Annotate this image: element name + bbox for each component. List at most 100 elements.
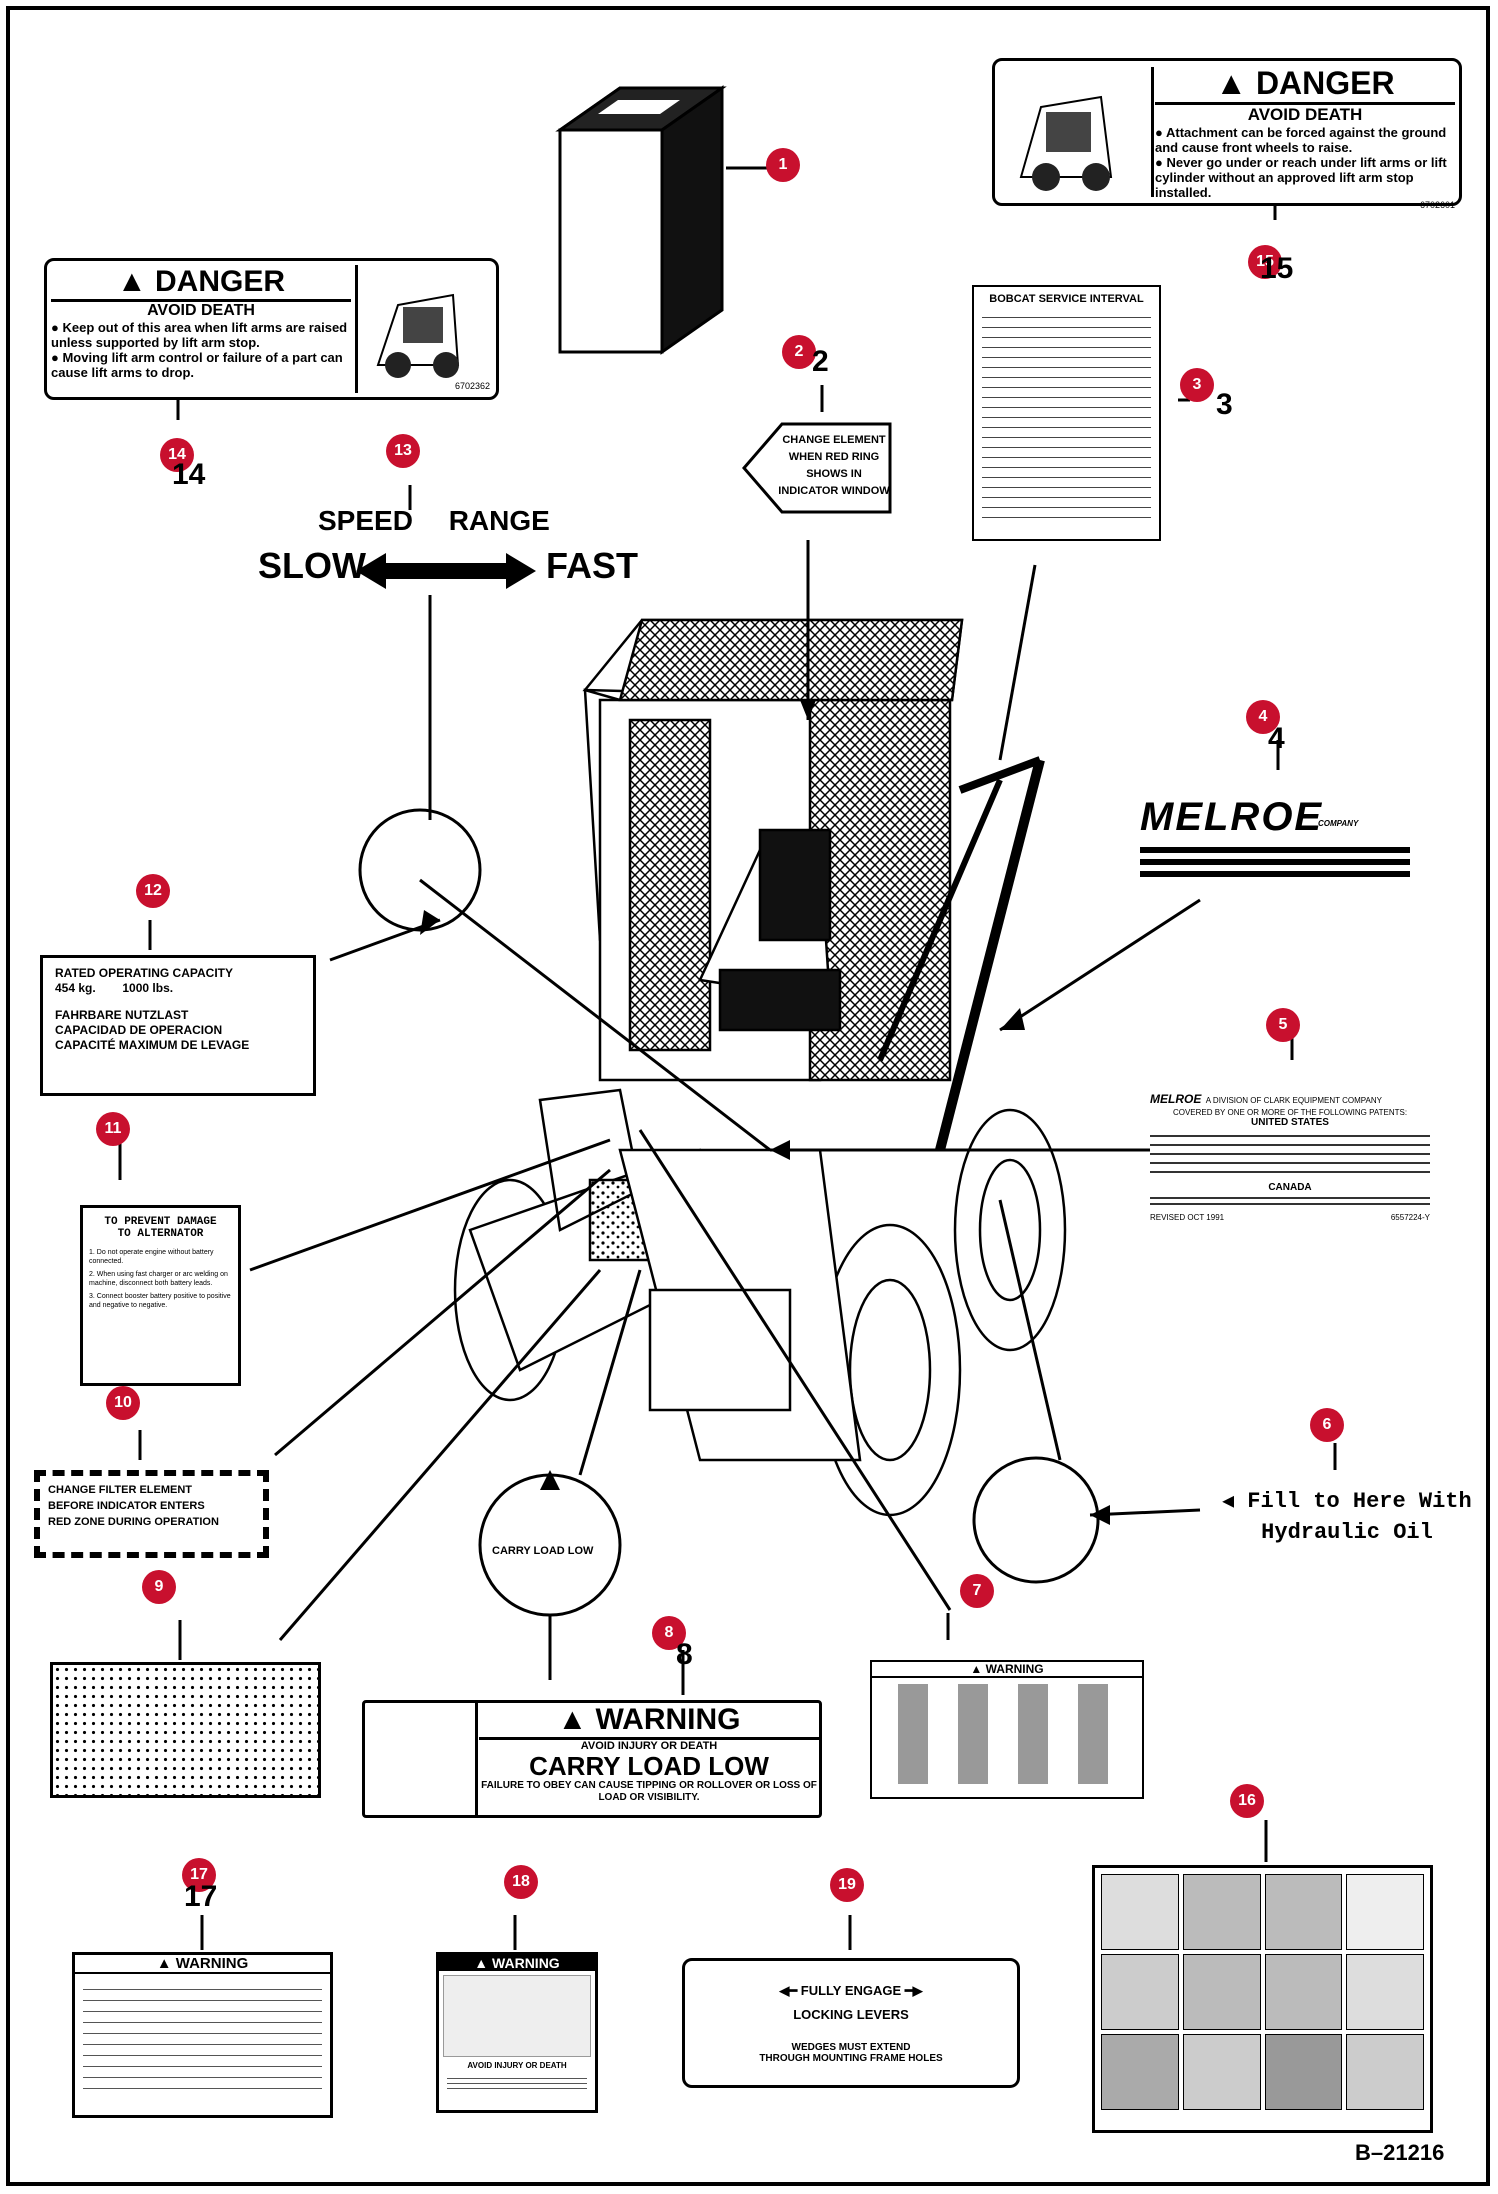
callout-number-15: 15 bbox=[1260, 252, 1294, 285]
decal-5-brand: MELROE bbox=[1150, 1092, 1202, 1106]
decal-8-picture bbox=[365, 1703, 478, 1815]
decal-13-speed-range: SPEED RANGE SLOW FAST bbox=[258, 505, 638, 595]
decal-2-change-element: CHANGE ELEMENT WHEN RED RING SHOWS IN IN… bbox=[742, 422, 892, 514]
decal-12-lbs: 1000 lbs. bbox=[122, 981, 174, 995]
decal-5-line-2: COVERED BY ONE OR MORE OF THE FOLLOWING … bbox=[1172, 1108, 1408, 1117]
callout-number-3: 3 bbox=[1216, 388, 1233, 421]
decal-9-non-slip-tread bbox=[50, 1662, 321, 1798]
decal-2-line-3: SHOWS IN bbox=[806, 468, 862, 480]
decal-8-inset-label: CARRY LOAD LOW bbox=[492, 1545, 594, 1557]
callout-badge-10: 10 bbox=[106, 1386, 140, 1420]
decal-3-title: BOBCAT SERVICE INTERVAL bbox=[989, 293, 1144, 305]
callout-badge-13: 13 bbox=[386, 434, 420, 468]
decal-14-part-number: 6702362 bbox=[454, 381, 490, 391]
decal-17-warning: ▲ WARNING bbox=[72, 1952, 333, 2118]
decal-11-line-2: TO ALTERNATOR bbox=[117, 1228, 204, 1240]
decal-7-warning: ▲ WARNING bbox=[870, 1660, 1144, 1799]
decal-16-operating-pictorial bbox=[1092, 1865, 1433, 2133]
decal-12-line-1: RATED OPERATING CAPACITY bbox=[55, 966, 234, 980]
inset-circle-13 bbox=[358, 808, 482, 932]
callout-number-17: 17 bbox=[184, 1880, 218, 1913]
figure-frame bbox=[6, 6, 1490, 2186]
callout-badge-9: 9 bbox=[142, 1570, 176, 1604]
decal-15-bullet-2: Never go under or reach under lift arms … bbox=[1155, 155, 1447, 200]
decal-8-header: WARNING bbox=[595, 1703, 741, 1736]
callout-number-2: 2 bbox=[812, 345, 829, 378]
decal-18-warning: ▲ WARNING AVOID INJURY OR DEATH bbox=[436, 1952, 598, 2113]
decal-17-header: WARNING bbox=[175, 1955, 249, 1972]
decal-6-hydraulic-oil: ◀ Fill to Here With Hydraulic Oil bbox=[1222, 1489, 1472, 1545]
figure-id: B–21216 bbox=[1355, 2140, 1445, 2165]
decal-19-line-3: WEDGES MUST EXTEND bbox=[791, 2042, 911, 2053]
decal-14-machine-picture: 6702362 bbox=[355, 265, 496, 393]
decal-4-suffix: COMPANY bbox=[1318, 819, 1359, 828]
callout-badge-17: 17 bbox=[182, 1858, 216, 1892]
decal-5-line-1: A DIVISION OF CLARK EQUIPMENT COMPANY bbox=[1205, 1096, 1382, 1105]
decal-19-line-4: THROUGH MOUNTING FRAME HOLES bbox=[759, 2053, 943, 2064]
decal-14-header: DANGER bbox=[155, 265, 286, 298]
decal-2-line-1: CHANGE ELEMENT bbox=[782, 434, 886, 446]
decal-15-machine-picture bbox=[1001, 67, 1154, 197]
decal-12-line-4: CAPACITÉ MAXIMUM DE LEVAGE bbox=[55, 1038, 250, 1052]
decal-5-revised: REVISED OCT 1991 bbox=[1150, 1213, 1225, 1222]
callout-badge-12: 12 bbox=[136, 874, 170, 908]
callout-badge-11: 11 bbox=[96, 1112, 130, 1146]
decal-10-line-3: RED ZONE DURING OPERATION bbox=[48, 1516, 219, 1528]
item-1-box bbox=[555, 85, 727, 355]
decal-15-bullet-1: Attachment can be forced against the gro… bbox=[1155, 125, 1447, 155]
decal-13-fast: FAST bbox=[546, 545, 639, 586]
decal-14-bullet-1: Keep out of this area when lift arms are… bbox=[51, 320, 348, 350]
decal-18-subheader: AVOID INJURY OR DEATH bbox=[467, 2061, 567, 2070]
decal-14-danger: ▲ DANGER AVOID DEATH ● Keep out of this … bbox=[44, 258, 499, 400]
callout-number-14: 14 bbox=[172, 458, 206, 491]
inset-circle-6 bbox=[972, 1456, 1100, 1584]
decal-5-patents: MELROE A DIVISION OF CLARK EQUIPMENT COM… bbox=[1150, 1090, 1430, 1240]
decal-11-alternator: TO PREVENT DAMAGE TO ALTERNATOR 1. Do no… bbox=[80, 1205, 241, 1386]
callout-badge-6: 6 bbox=[1310, 1408, 1344, 1442]
decal-10-line-1: CHANGE FILTER ELEMENT bbox=[48, 1484, 193, 1496]
callout-badge-1: 1 bbox=[766, 148, 800, 182]
callout-badge-7: 7 bbox=[960, 1574, 994, 1608]
decal-15-subheader: AVOID DEATH bbox=[1247, 105, 1363, 124]
decal-19-line-1: FULLY ENGAGE bbox=[800, 1983, 902, 1998]
decal-3-service-interval: BOBCAT SERVICE INTERVAL bbox=[972, 285, 1161, 541]
callout-badge-14: 14 bbox=[160, 438, 194, 472]
callout-badge-18: 18 bbox=[504, 1865, 538, 1899]
decal-12-line-2: FAHRBARE NUTZLAST bbox=[55, 1008, 189, 1022]
callout-badge-15: 15 bbox=[1248, 245, 1282, 279]
decal-6-line-2: Hydraulic Oil bbox=[1261, 1520, 1433, 1545]
callout-badge-2: 2 bbox=[782, 335, 816, 369]
decal-8-subheader: AVOID INJURY OR DEATH bbox=[580, 1740, 718, 1752]
decal-15-danger: ▲ DANGER AVOID DEATH ● Attachment can be… bbox=[992, 58, 1462, 210]
skid-steer-sketch bbox=[453, 618, 1067, 1517]
decal-15-part-number: 6702601 bbox=[1419, 200, 1455, 210]
decal-11-item-1: 1. Do not operate engine without battery… bbox=[89, 1249, 214, 1265]
decal-2-line-2: WHEN RED RING bbox=[788, 451, 880, 463]
decal-6-line-1: Fill to Here With bbox=[1247, 1489, 1472, 1514]
decal-11-line-1: TO PREVENT DAMAGE bbox=[104, 1216, 217, 1228]
decal-11-item-3: 3. Connect booster battery positive to p… bbox=[89, 1293, 231, 1309]
decal-14-subheader: AVOID DEATH bbox=[147, 302, 255, 319]
decal-19-line-2: LOCKING LEVERS bbox=[793, 2007, 909, 2022]
decal-3-fine-print bbox=[982, 311, 1151, 521]
callout-badge-5: 5 bbox=[1266, 1008, 1300, 1042]
decal-4-brand: MELROE bbox=[1140, 795, 1324, 839]
callout-badge-4: 4 bbox=[1246, 700, 1280, 734]
decal-11-item-2: 2. When using fast charger or arc weldin… bbox=[89, 1271, 228, 1287]
callout-badge-3: 3 bbox=[1180, 368, 1214, 402]
decal-2-line-4: INDICATOR WINDOW bbox=[778, 485, 890, 497]
decal-7-header: WARNING bbox=[985, 1662, 1044, 1676]
decal-5-country-2: CANADA bbox=[1268, 1182, 1312, 1193]
decal-18-header: WARNING bbox=[492, 1955, 560, 1971]
decal-8-carry-load-low: ▲ WARNING AVOID INJURY OR DEATH CARRY LO… bbox=[362, 1700, 822, 1818]
decal-12-line-3: CAPACIDAD DE OPERACION bbox=[55, 1023, 223, 1037]
decal-12-rated-capacity: RATED OPERATING CAPACITY 454 kg. 1000 lb… bbox=[40, 955, 316, 1096]
decal-4-melroe-logo: MELROE COMPANY bbox=[1140, 795, 1420, 890]
decal-10-line-2: BEFORE INDICATOR ENTERS bbox=[48, 1500, 205, 1512]
decal-14-bullet-2: Moving lift arm control or failure of a … bbox=[51, 350, 343, 380]
decal-5-country-1: UNITED STATES bbox=[1251, 1117, 1329, 1128]
callout-number-4: 4 bbox=[1268, 722, 1285, 755]
decal-19-locking-levers: ◀━ FULLY ENGAGE ━▶ LOCKING LEVERS WEDGES… bbox=[682, 1958, 1020, 2088]
callout-number-8: 8 bbox=[676, 1638, 693, 1671]
